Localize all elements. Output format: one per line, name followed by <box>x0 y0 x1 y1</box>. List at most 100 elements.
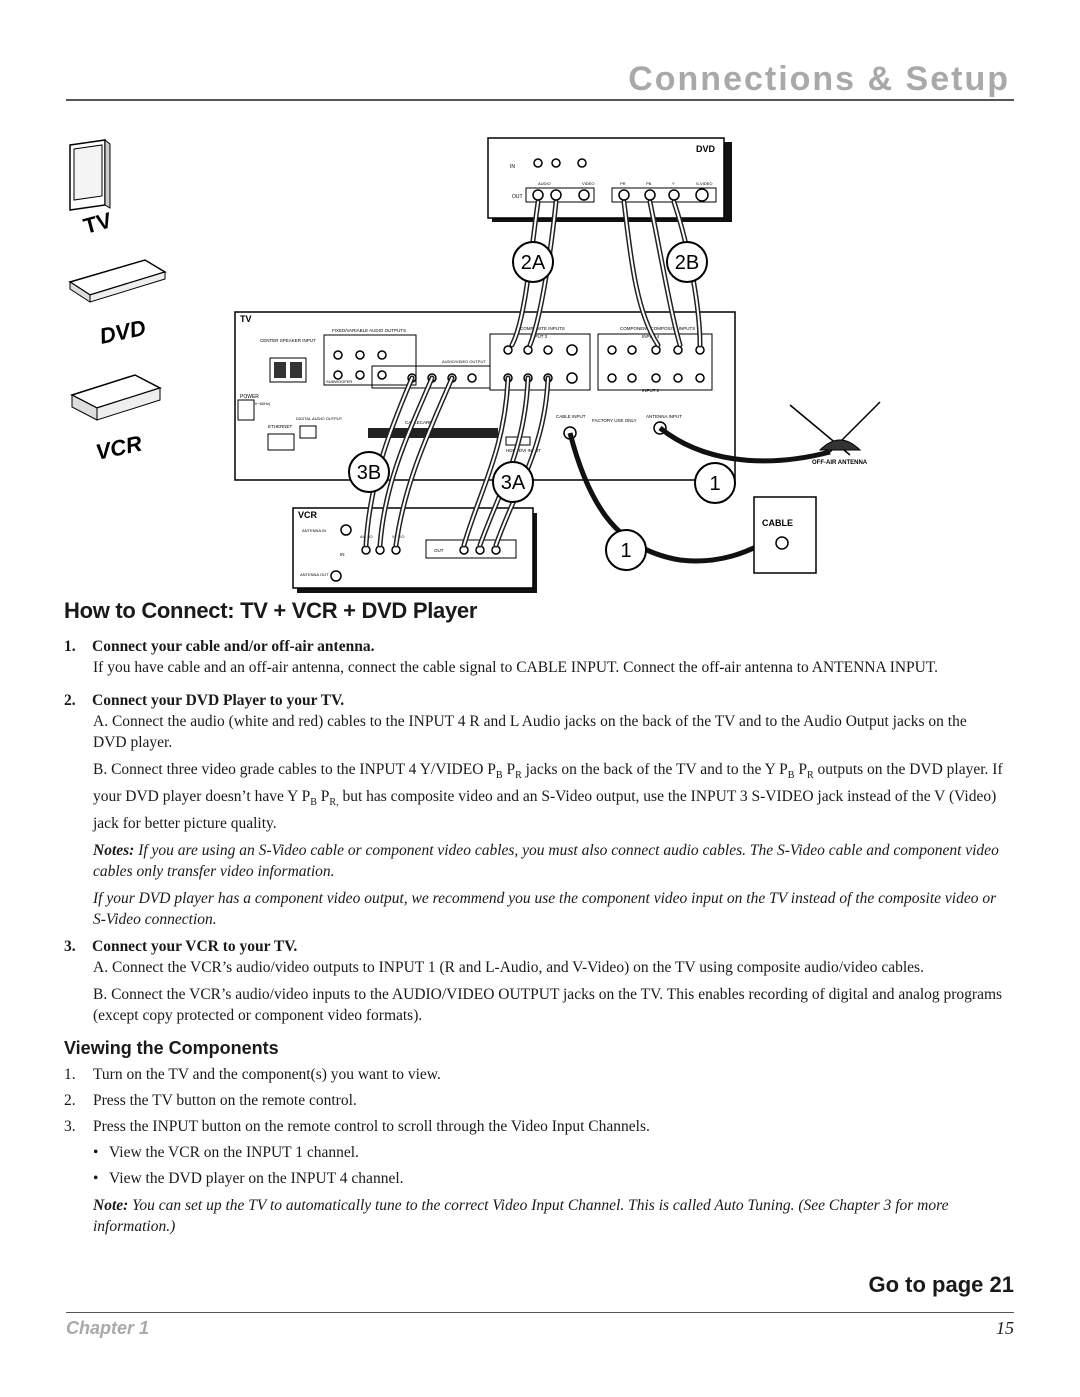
step-2b-part2: P <box>502 761 516 778</box>
step-2b-part5: outputs on the DVD player. If your DVD p… <box>93 761 1003 806</box>
side-label-vcr: VCR <box>93 431 144 465</box>
tv-power-label: POWER <box>240 394 259 400</box>
viewing-item-number: 2. <box>64 1092 76 1110</box>
tv-fixed-variable-label: FIXED/VARIABLE AUDIO OUTPUTS <box>332 328 406 333</box>
callout-1a <box>694 462 736 504</box>
step-2b-part3: jacks on the back of the TV and to the Y… <box>521 761 788 778</box>
bullet-icon: • <box>93 1144 99 1162</box>
step-2b-text: B. Connect three video grade cables to t… <box>93 759 1004 834</box>
side-label-tv: TV <box>81 207 115 239</box>
tv-input3-label: INPUT 3 <box>530 334 548 339</box>
sub-r-1: R <box>515 770 522 782</box>
tv-cable-input-label: CABLE INPUT <box>556 414 586 419</box>
callout-3b <box>348 451 390 493</box>
sub-b-3: B <box>310 797 317 809</box>
tv-subwoofer-label: SUBWOOFER <box>326 379 352 384</box>
viewing-note: Note: You can set up the TV to automatic… <box>93 1195 1004 1237</box>
dvd-icon <box>68 259 167 303</box>
dvd-back-panel: DVD IN OUT AUDIO VIDEO PR PB Y S-VIDEO <box>487 137 732 222</box>
vcr-antenna-in-label: ANTENNA IN <box>302 528 326 533</box>
instructions: 1. Connect your cable and/or off-air ante… <box>64 632 1004 1237</box>
footer-divider <box>66 1312 1014 1313</box>
step-2b-part4: P <box>794 761 807 778</box>
step-3b-text: B. Connect the VCR’s audio/video inputs … <box>93 986 1003 1025</box>
tv-component-label: COMPONENT/COMPOSITE INPUTS <box>620 326 695 331</box>
step-1-title: 1. Connect your cable and/or off-air ante… <box>64 636 1004 657</box>
goto-page-link[interactable]: Go to page 21 <box>868 1272 1014 1297</box>
callout-3a-text: 3A <box>501 472 526 494</box>
note-label: Note: <box>93 1197 129 1215</box>
tv-hdmi-label: HDMI/DVI INPUT <box>506 448 541 453</box>
step-2-title: 2. Connect your DVD Player to your TV. <box>64 690 1004 711</box>
dvd-audio-label: AUDIO <box>538 181 551 186</box>
step-2a-text: A. Connect the audio (white and red) cab… <box>93 713 967 751</box>
notes-label: Notes: <box>93 842 135 860</box>
section-title: How to Connect: TV + VCR + DVD Player <box>64 598 478 623</box>
tv-antenna-input-label: ANTENNA INPUT <box>646 414 682 419</box>
page-header-title: Connections & Setup <box>628 60 1010 98</box>
step-1-text: If you have cable and an off-air antenna… <box>93 659 939 676</box>
sub-r-2: R <box>806 770 814 782</box>
cable-wall-box: CABLE <box>753 496 817 574</box>
step-1-heading: Connect your cable and/or off-air antenn… <box>92 638 375 655</box>
sub-b-2: B <box>787 770 795 782</box>
tv-av-output-label: AUDIO/VIDEO OUTPUT <box>442 359 486 364</box>
step-3-number: 3. <box>64 938 76 956</box>
sub-b-1: B <box>495 770 503 782</box>
dvd-y-label: Y <box>672 181 675 186</box>
callout-2b-text: 2B <box>675 252 699 274</box>
viewing-bullet-text: View the DVD player on the INPUT 4 chann… <box>109 1170 404 1188</box>
viewing-bullet: • View the DVD player on the INPUT 4 chan… <box>93 1168 1004 1189</box>
viewing-item-number: 1. <box>64 1066 76 1084</box>
dvd-svideo-label: S-VIDEO <box>696 181 712 186</box>
dvd-panel-label: DVD <box>696 144 716 154</box>
off-air-antenna: OFF-AIR ANTENNA <box>789 401 881 466</box>
vcr-back-panel: VCR ANTENNA IN ANTENNA OUT AUDIO VIDEO I… <box>292 507 537 593</box>
page-number: 15 <box>996 1318 1014 1338</box>
notes-text-1: If you are using an S-Video cable or com… <box>93 842 999 881</box>
tv-center-speaker-label: CENTER SPEAKER INPUT <box>260 338 316 343</box>
viewing-title: Viewing the Components <box>64 1038 279 1059</box>
viewing-item: 1. Turn on the TV and the component(s) yo… <box>64 1064 1004 1085</box>
callout-2b <box>666 241 708 283</box>
tv-factory-label: FACTORY USE ONLY <box>592 418 637 423</box>
step-2-heading: Connect your DVD Player to your TV. <box>92 692 345 709</box>
bullet-icon: • <box>93 1170 99 1188</box>
dvd-pb-label: PB <box>646 181 652 186</box>
tv-back-panel: TV CENTER SPEAKER INPUT FIXED/VARIABLE A… <box>234 311 736 481</box>
step-3-title: 3. Connect your VCR to your TV. <box>64 936 1004 957</box>
callout-1b <box>605 529 647 571</box>
vcr-panel-label: VCR <box>298 510 318 520</box>
dvd-video-label: VIDEO <box>582 181 594 186</box>
tv-cablecard-label: CABLECARD <box>405 420 433 425</box>
header-divider <box>66 99 1014 101</box>
tv-panel-label: TV <box>240 314 252 324</box>
callout-1b-text: 1 <box>620 540 631 562</box>
viewing-item-number: 3. <box>64 1118 76 1136</box>
viewing-bullet-text: View the VCR on the INPUT 1 channel. <box>109 1144 359 1162</box>
callout-1a-text: 1 <box>709 473 720 495</box>
sub-r-3: R, <box>329 797 339 809</box>
step-1-number: 1. <box>64 638 76 655</box>
side-label-dvd: DVD <box>97 315 148 349</box>
viewing-item: 3. Press the INPUT button on the remote c… <box>64 1116 1004 1137</box>
note-text: You can set up the TV to automatically t… <box>93 1197 949 1236</box>
tv-power-spec-label: (AC 120V~60Hz) <box>240 401 271 406</box>
dvd-out-label: OUT <box>512 194 523 200</box>
step-2-number: 2. <box>64 692 76 709</box>
tv-ethernet-label: ETHERNET <box>268 424 293 429</box>
tv-composite-label: COMPOSITE INPUTS <box>520 326 565 331</box>
callout-2a <box>512 241 554 283</box>
vcr-in-label: IN <box>340 552 345 557</box>
viewing-item: 2.Press the TV button on the remote cont… <box>64 1090 1004 1111</box>
connection-diagram: TV DVD VCR DVD IN OUT AUDIO VIDEO PR PB … <box>68 137 881 593</box>
vcr-out-label: OUT <box>434 548 444 553</box>
step-3-heading: Connect your VCR to your TV. <box>92 938 298 956</box>
step-2b-part1: B. Connect three video grade cables to t… <box>93 761 496 778</box>
viewing-item-text: Press the INPUT button on the remote con… <box>93 1118 650 1136</box>
dvd-in-label: IN <box>510 164 515 170</box>
step-3a-text: A. Connect the VCR’s audio/video outputs… <box>93 959 924 977</box>
tv-digital-audio-label: DIGITAL AUDIO OUTPUT <box>296 416 343 421</box>
viewing-item-text: Turn on the TV and the component(s) you … <box>93 1066 441 1084</box>
antenna-label: OFF-AIR ANTENNA <box>812 460 868 466</box>
